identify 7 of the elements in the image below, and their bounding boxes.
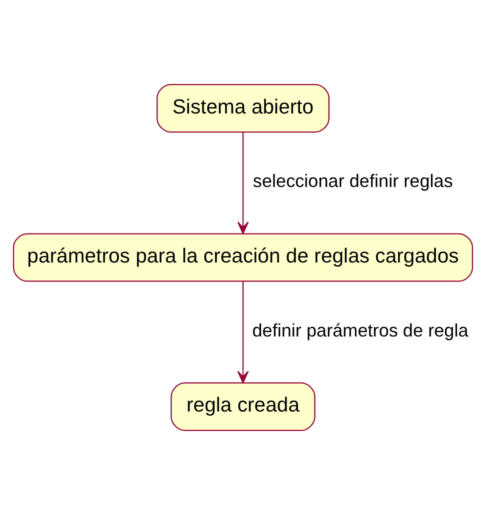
node-box: Sistema abierto: [156, 84, 329, 133]
edge-label: seleccionar definir reglas: [252, 171, 452, 192]
arrow: [236, 281, 248, 384]
node-box: regla creada: [170, 382, 315, 432]
arrow: [236, 132, 248, 234]
edge-label: definir parámetros de regla: [252, 320, 468, 340]
node-box: parámetros para la creación de reglas cargados: [12, 233, 473, 282]
